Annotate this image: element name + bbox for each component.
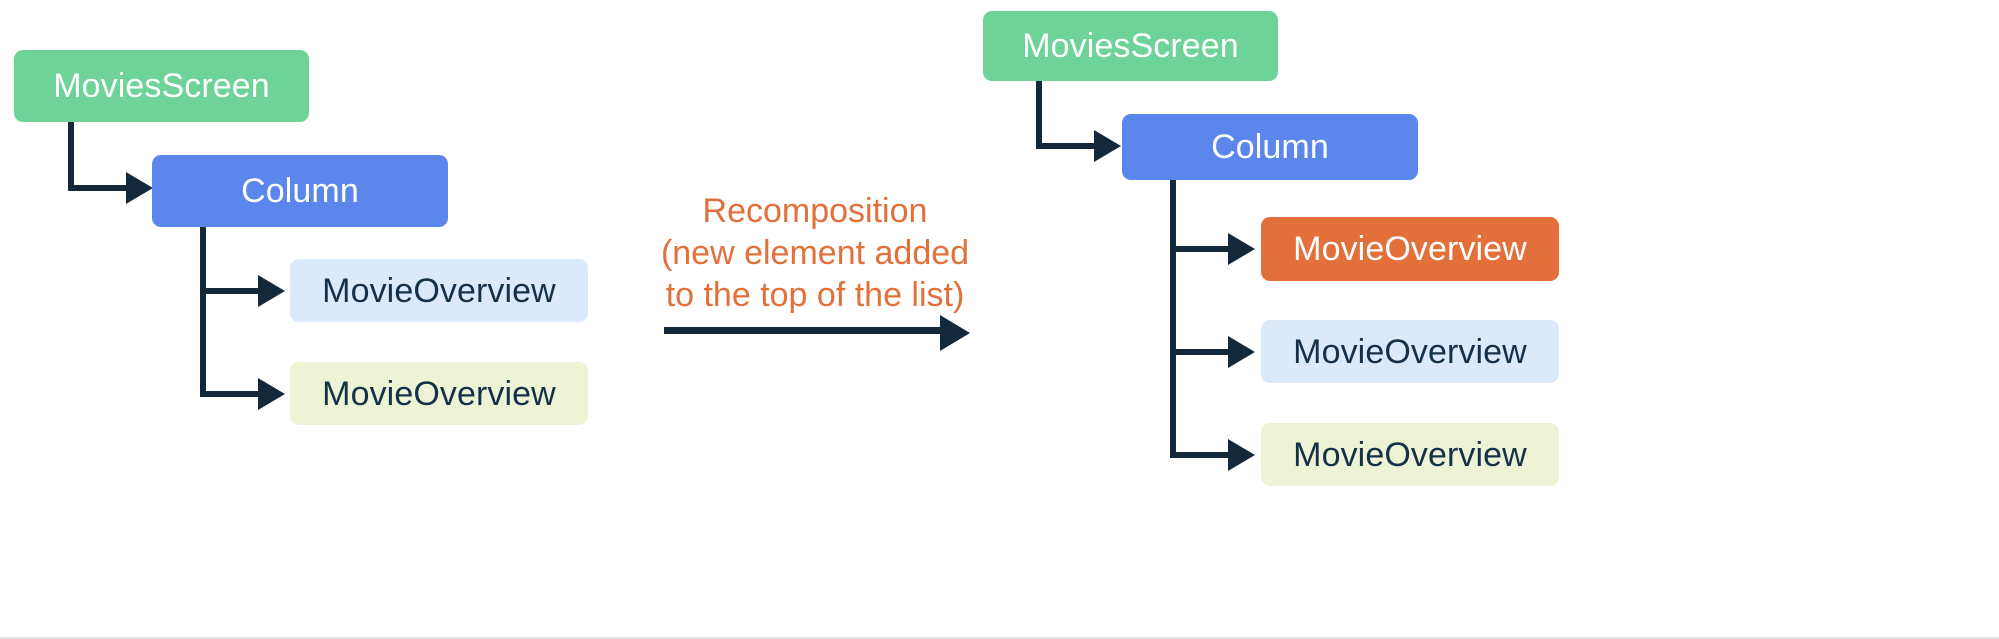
after-node-moviesscreen: MoviesScreen [983, 11, 1278, 81]
before-arrowhead-child-2 [258, 378, 285, 410]
after-arrowhead-child-2 [1228, 336, 1255, 368]
after-branch-horizontal-1 [1170, 246, 1232, 252]
after-node-movieoverview-3: MovieOverview [1261, 423, 1559, 486]
after-arrowhead-root-to-column [1094, 130, 1121, 162]
before-branch-horizontal-2 [200, 391, 262, 397]
before-branch-horizontal-1 [200, 288, 262, 294]
before-column-trunk [200, 227, 206, 397]
after-column-trunk [1170, 180, 1176, 458]
after-moviesscreen-label: MoviesScreen [1022, 27, 1239, 65]
before-arrowhead-child-1 [258, 275, 285, 307]
after-arrowhead-child-3 [1228, 439, 1255, 471]
before-node-moviesscreen: MoviesScreen [14, 50, 309, 122]
bottom-divider [0, 637, 1999, 639]
after-node-column: Column [1122, 114, 1418, 180]
recomposition-arrowhead [940, 315, 970, 351]
before-node-movieoverview-1: MovieOverview [290, 259, 588, 322]
before-node-movieoverview-2: MovieOverview [290, 362, 588, 425]
after-elbow-vertical-root-to-column [1036, 81, 1042, 149]
after-branch-horizontal-3 [1170, 452, 1232, 458]
after-node-movieoverview-2: MovieOverview [1261, 320, 1559, 383]
after-column-label: Column [1211, 128, 1329, 166]
before-arrowhead-root-to-column [126, 172, 153, 204]
after-branch-horizontal-2 [1170, 349, 1232, 355]
recomposition-arrow-line [664, 327, 942, 334]
before-column-label: Column [241, 172, 359, 210]
before-elbow-horizontal-root-to-column [68, 185, 130, 191]
before-node-column: Column [152, 155, 448, 227]
after-elbow-horizontal-root-to-column [1036, 143, 1098, 149]
after-movieoverview-3-label: MovieOverview [1293, 435, 1527, 474]
before-movieoverview-1-label: MovieOverview [322, 271, 556, 310]
before-moviesscreen-label: MoviesScreen [53, 67, 270, 105]
recomposition-label: Recomposition (new element added to the … [660, 192, 970, 314]
before-movieoverview-2-label: MovieOverview [322, 374, 556, 413]
before-elbow-vertical-root-to-column [68, 122, 74, 191]
after-movieoverview-2-label: MovieOverview [1293, 332, 1527, 371]
after-node-movieoverview-new: MovieOverview [1261, 217, 1559, 281]
after-arrowhead-child-1 [1228, 233, 1255, 265]
after-movieoverview-new-label: MovieOverview [1293, 230, 1527, 268]
